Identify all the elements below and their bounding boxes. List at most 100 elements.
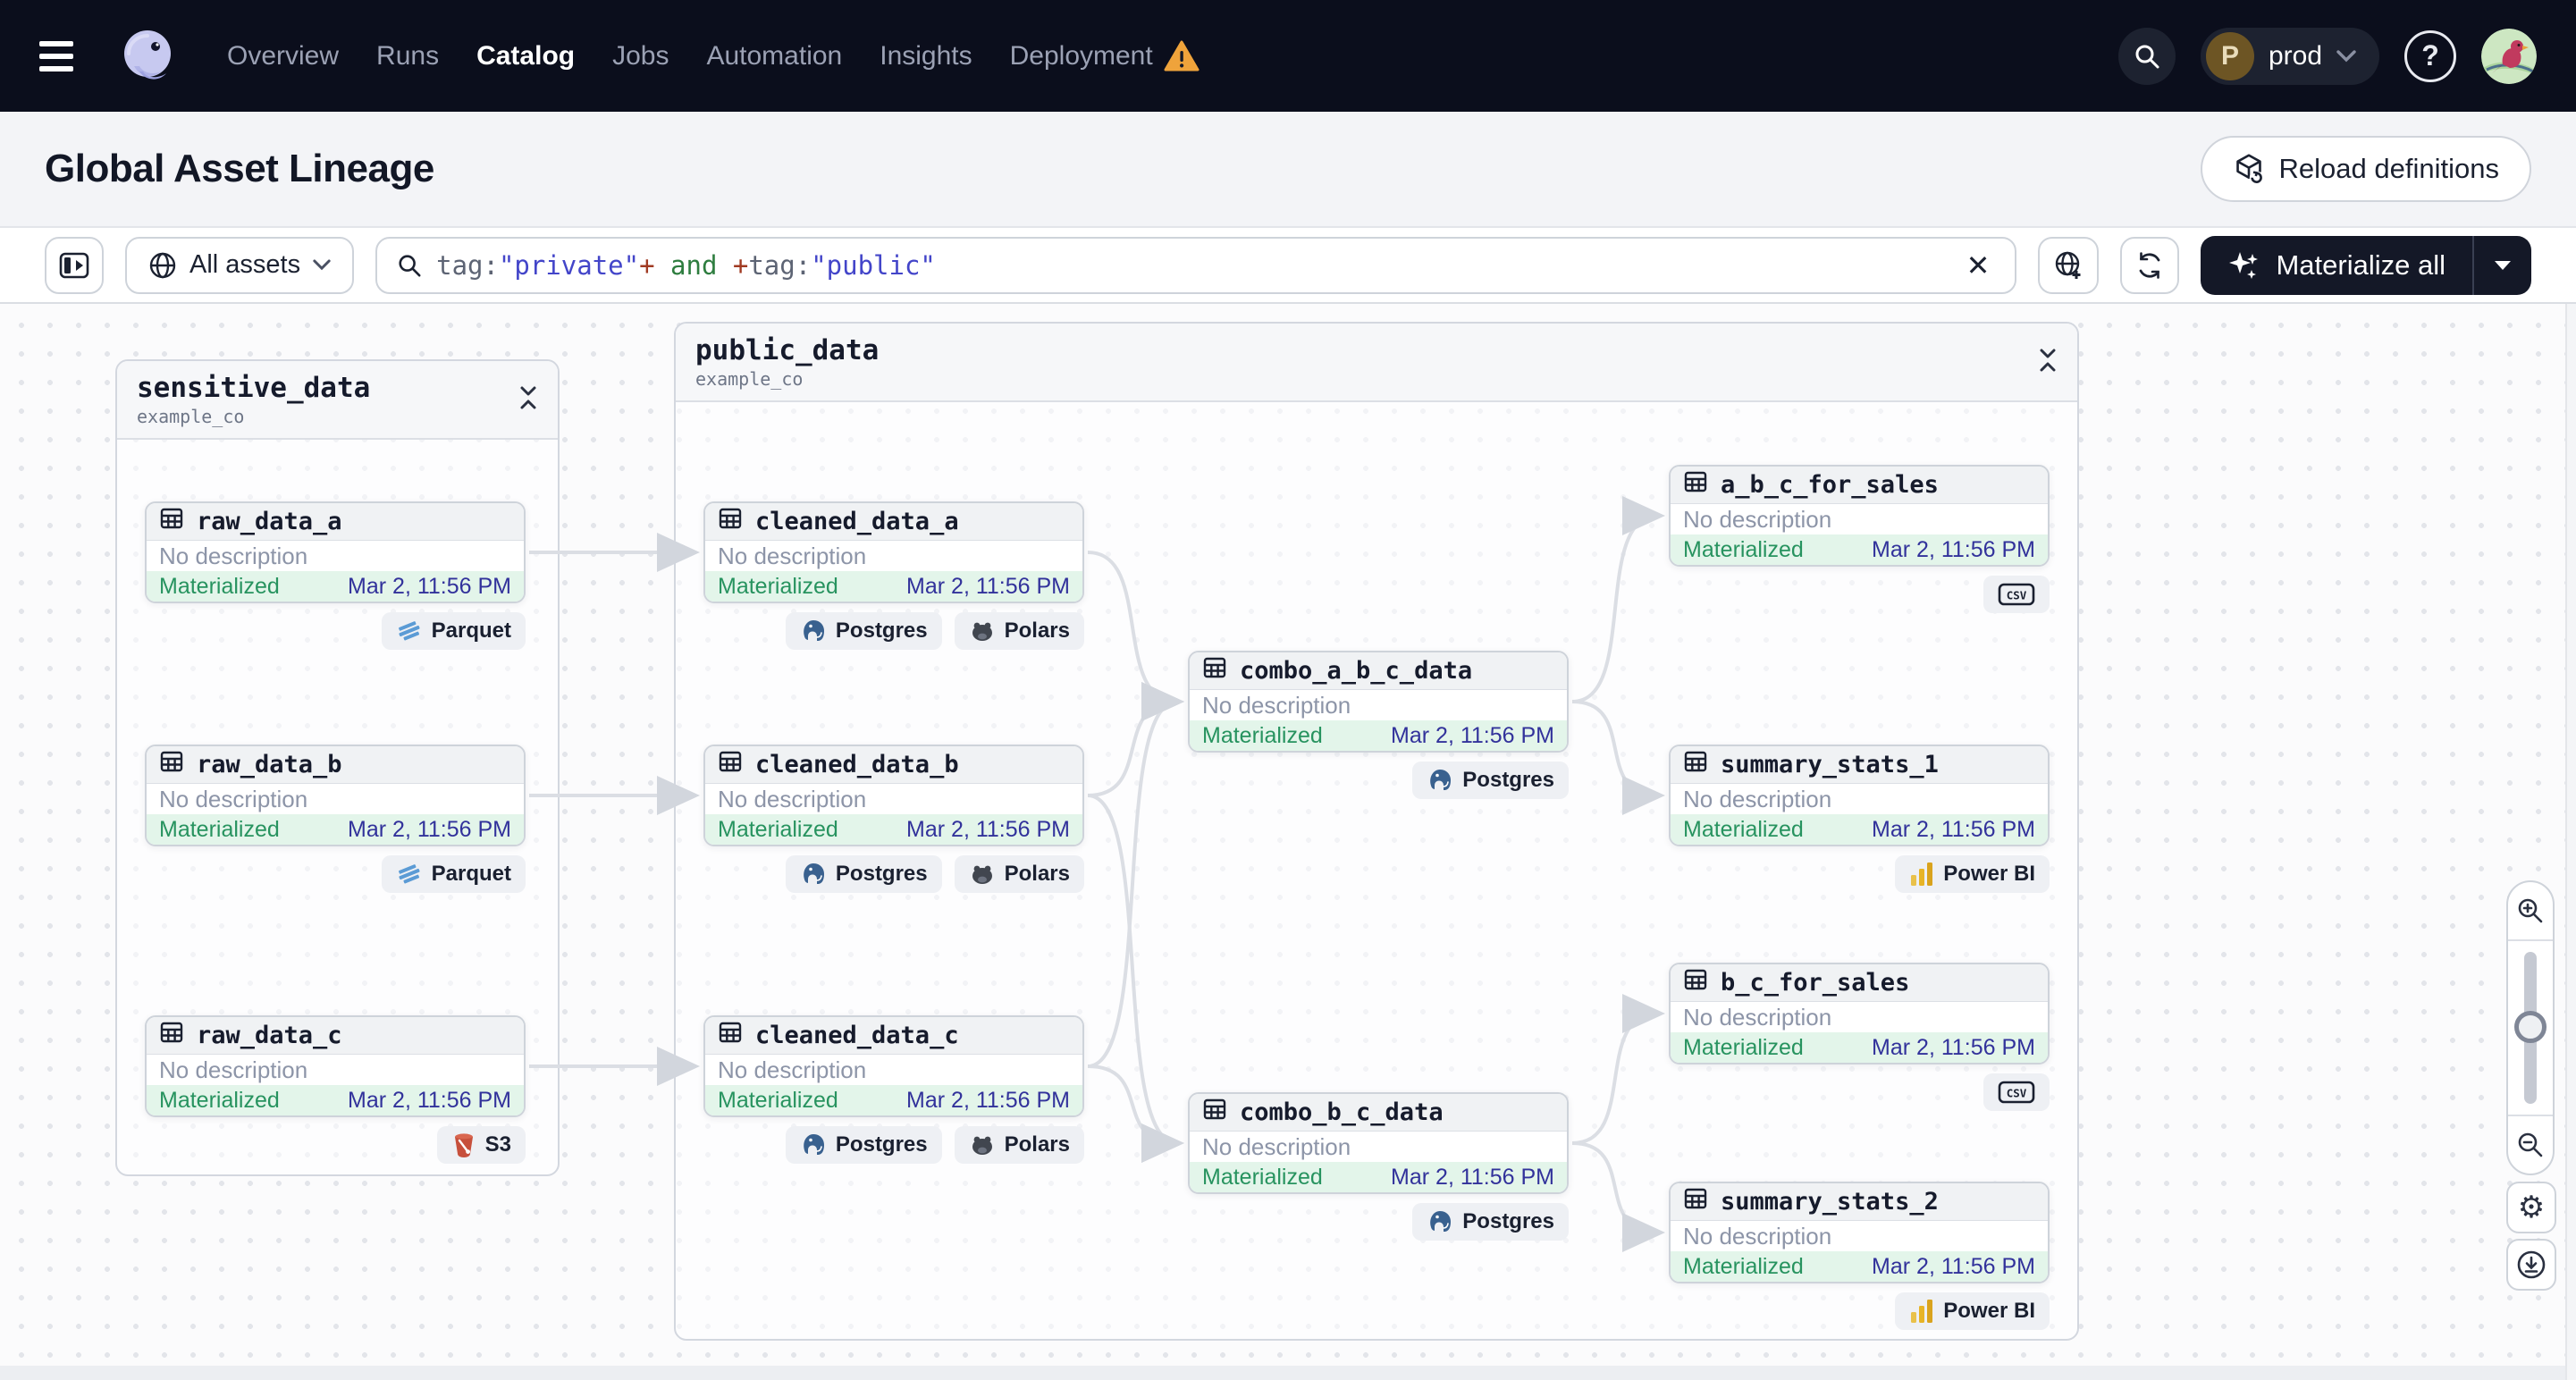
asset-node-combo_a_b_c_data[interactable]: combo_a_b_c_data No description Material…	[1188, 651, 1569, 753]
zoom-slider-thumb[interactable]	[2514, 1011, 2547, 1043]
asset-scope-dropdown[interactable]: All assets	[125, 236, 355, 294]
table-icon	[718, 749, 743, 780]
kind-badge-row: Postgres	[1188, 1203, 1569, 1241]
kind-badge-postgres[interactable]: Postgres	[1412, 1203, 1569, 1241]
asset-node-header[interactable]: raw_data_c	[147, 1017, 524, 1055]
parquet-icon	[396, 861, 423, 888]
kind-badge-polars[interactable]: Polars	[954, 855, 1084, 893]
asset-node-header[interactable]: summary_stats_1	[1671, 746, 2048, 784]
sparkles-icon	[2229, 251, 2259, 279]
materialized-timestamp: Mar 2, 11:56 PM	[906, 573, 1070, 599]
group-subtitle: example_co	[695, 368, 804, 390]
refresh-graph-button[interactable]	[2120, 236, 2180, 294]
materialize-options-caret[interactable]	[2472, 235, 2531, 295]
lineage-canvas[interactable]: ⚙ sensitive_data example_co public_data …	[0, 304, 2576, 1380]
asset-node-header[interactable]: summary_stats_2	[1671, 1183, 2048, 1221]
asset-status-row: Materialized Mar 2, 11:56 PM	[705, 814, 1082, 845]
materialize-all-button[interactable]: Materialize all	[2201, 235, 2531, 295]
nav-item-jobs[interactable]: Jobs	[612, 40, 669, 71]
help-icon[interactable]: ?	[2404, 29, 2456, 82]
user-avatar[interactable]	[2481, 28, 2537, 84]
nav-item-overview[interactable]: Overview	[227, 40, 340, 71]
asset-node-raw_data_a[interactable]: raw_data_a No description Materialized M…	[145, 501, 526, 603]
materialized-timestamp: Mar 2, 11:56 PM	[1391, 1164, 1554, 1190]
nav-item-insights[interactable]: Insights	[880, 40, 972, 71]
query-segment: "private"	[498, 249, 640, 281]
table-icon	[1683, 1186, 1708, 1217]
reload-definitions-button[interactable]: Reload definitions	[2200, 136, 2531, 202]
kind-badge-parquet[interactable]: Parquet	[381, 855, 526, 893]
asset-query-text[interactable]: tag:"private"+ and +tag:"public"	[436, 250, 1947, 281]
asset-node-a_b_c_for_sales[interactable]: a_b_c_for_sales No description Materiali…	[1669, 465, 2050, 567]
kind-badge-power-bi[interactable]: Power BI	[1895, 1292, 2050, 1330]
asset-description: No description	[718, 542, 867, 569]
kind-badge-s3[interactable]: S3	[436, 1126, 526, 1164]
gear-icon: ⚙	[2517, 1191, 2546, 1224]
hamburger-menu-icon[interactable]	[39, 38, 79, 74]
asset-node-header[interactable]: b_c_for_sales	[1671, 964, 2048, 1002]
nav-item-runs[interactable]: Runs	[376, 40, 440, 71]
kind-badge-postgres[interactable]: Postgres	[785, 855, 942, 893]
asset-description: No description	[159, 785, 308, 812]
asset-node-header[interactable]: combo_a_b_c_data	[1190, 652, 1567, 690]
kind-badge-label: Polars	[1004, 618, 1070, 643]
zoom-out-button[interactable]	[2508, 1116, 2553, 1174]
graph-settings-button[interactable]: ⚙	[2506, 1182, 2556, 1233]
asset-node-header[interactable]: cleaned_data_c	[705, 1017, 1082, 1055]
polars-icon	[969, 1132, 996, 1157]
materialized-timestamp: Mar 2, 11:56 PM	[906, 1087, 1070, 1113]
asset-node-raw_data_c[interactable]: raw_data_c No description Materialized M…	[145, 1015, 526, 1117]
asset-node-summary_stats_1[interactable]: summary_stats_1 No description Materiali…	[1669, 745, 2050, 846]
vertical-scrollbar[interactable]	[2565, 304, 2576, 1380]
kind-badge-row: CSV	[1669, 576, 2050, 613]
kind-badge-label: Postgres	[1462, 768, 1554, 792]
postgres-icon	[1427, 767, 1453, 794]
edge-cleaned_data_b-to-combo_a_b_c_data	[1087, 682, 1184, 797]
kind-badge-postgres[interactable]: Postgres	[785, 1126, 942, 1164]
lineage-toolbar: All assets tag:"private"+ and +tag:"publ…	[0, 228, 2576, 304]
asset-node-cleaned_data_c[interactable]: cleaned_data_c No description Materializ…	[703, 1015, 1084, 1117]
zoom-in-button[interactable]	[2508, 882, 2553, 939]
zoom-slider[interactable]	[2508, 939, 2553, 1116]
toggle-sidebar-button[interactable]	[45, 236, 104, 294]
asset-node-header[interactable]: cleaned_data_b	[705, 746, 1082, 784]
kind-badge-power-bi[interactable]: Power BI	[1895, 855, 2050, 893]
kind-badge-csv-icon[interactable]: CSV	[1983, 576, 2050, 613]
download-image-button[interactable]	[2506, 1239, 2556, 1291]
clear-query-icon[interactable]: ✕	[1966, 248, 1991, 282]
asset-node-header[interactable]: cleaned_data_a	[705, 503, 1082, 541]
asset-node-header[interactable]: raw_data_b	[147, 746, 524, 784]
kind-badge-polars[interactable]: Polars	[954, 612, 1084, 650]
dagster-logo-icon[interactable]	[118, 27, 177, 86]
kind-badge-postgres[interactable]: Postgres	[1412, 762, 1569, 799]
asset-query-input[interactable]: tag:"private"+ and +tag:"public" ✕	[375, 236, 2017, 294]
search-icon[interactable]	[2117, 27, 2176, 85]
nav-item-catalog[interactable]: Catalog	[476, 40, 576, 71]
asset-node-combo_b_c_data[interactable]: combo_b_c_data No description Materializ…	[1188, 1092, 1569, 1194]
query-segment: "public"	[811, 249, 936, 281]
environment-switcher[interactable]: P prod	[2200, 27, 2379, 85]
asset-node-header[interactable]: combo_b_c_data	[1190, 1094, 1567, 1132]
deployment-warning-icon[interactable]	[1164, 40, 1200, 72]
horizontal-scrollbar[interactable]	[0, 1366, 2565, 1380]
asset-node-b_c_for_sales[interactable]: b_c_for_sales No description Materialize…	[1669, 963, 2050, 1064]
asset-node-header[interactable]: raw_data_a	[147, 503, 524, 541]
powerbi-icon	[1909, 861, 1934, 888]
asset-node-cleaned_data_a[interactable]: cleaned_data_a No description Materializ…	[703, 501, 1084, 603]
nav-item-automation[interactable]: Automation	[706, 40, 843, 71]
collapse-group-icon[interactable]	[2036, 347, 2059, 378]
asset-node-header[interactable]: a_b_c_for_sales	[1671, 467, 2048, 504]
collapse-group-icon[interactable]	[517, 384, 540, 416]
materialized-status: Materialized	[1683, 1253, 1804, 1279]
kind-badge-csv-icon[interactable]: CSV	[1983, 1073, 2050, 1111]
view-settings-globe-button[interactable]	[2038, 236, 2100, 294]
download-icon	[2517, 1250, 2546, 1279]
nav-item-deployment[interactable]: Deployment	[1009, 40, 1153, 71]
asset-node-cleaned_data_b[interactable]: cleaned_data_b No description Materializ…	[703, 745, 1084, 846]
kind-badge-postgres[interactable]: Postgres	[785, 612, 942, 650]
kind-badge-parquet[interactable]: Parquet	[381, 612, 526, 650]
asset-node-raw_data_b[interactable]: raw_data_b No description Materialized M…	[145, 745, 526, 846]
query-segment: tag:	[436, 249, 499, 281]
kind-badge-polars[interactable]: Polars	[954, 1126, 1084, 1164]
asset-node-summary_stats_2[interactable]: summary_stats_2 No description Materiali…	[1669, 1182, 2050, 1283]
